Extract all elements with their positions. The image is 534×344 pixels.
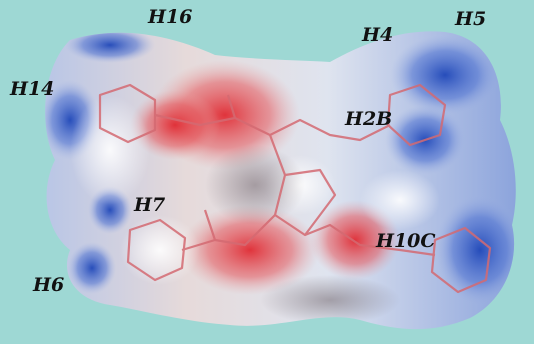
atom-label-h4: H4 — [362, 24, 394, 46]
positive-region-far-right — [435, 195, 516, 305]
phenyl-ring-lower-left — [126, 218, 187, 282]
shade-center — [205, 145, 305, 225]
phenyl-ring-lower-right — [430, 226, 492, 294]
positive-region-h4-h5 — [390, 35, 500, 115]
neutral-region-lower-left — [120, 215, 200, 285]
phenyl-ring-left — [98, 83, 157, 144]
stick-model — [98, 83, 492, 294]
negative-region-lower — [180, 205, 320, 295]
ring-bridge — [284, 168, 337, 236]
methyl-lower — [203, 209, 217, 241]
atom-label-h6: H6 — [33, 274, 65, 296]
atom-label-h16: H16 — [148, 6, 193, 28]
methyl-upper — [226, 94, 237, 119]
atom-label-h14: H14 — [10, 78, 55, 100]
negative-region-upper-left — [130, 90, 220, 160]
shade-bottom — [260, 275, 400, 325]
atom-label-h7: H7 — [134, 194, 166, 216]
atom-label-h10c: H10C — [376, 230, 436, 252]
backbone-center — [268, 134, 436, 257]
atom-label-h2b: H2B — [345, 108, 393, 130]
backbone-upper — [154, 113, 391, 142]
neutral-region-right — [360, 170, 440, 230]
positive-region-h6 — [68, 242, 116, 294]
atom-label-h5: H5 — [455, 8, 487, 30]
positive-region-h16 — [65, 31, 155, 63]
neutral-region-left — [70, 95, 150, 205]
backbone-lower — [181, 214, 276, 252]
